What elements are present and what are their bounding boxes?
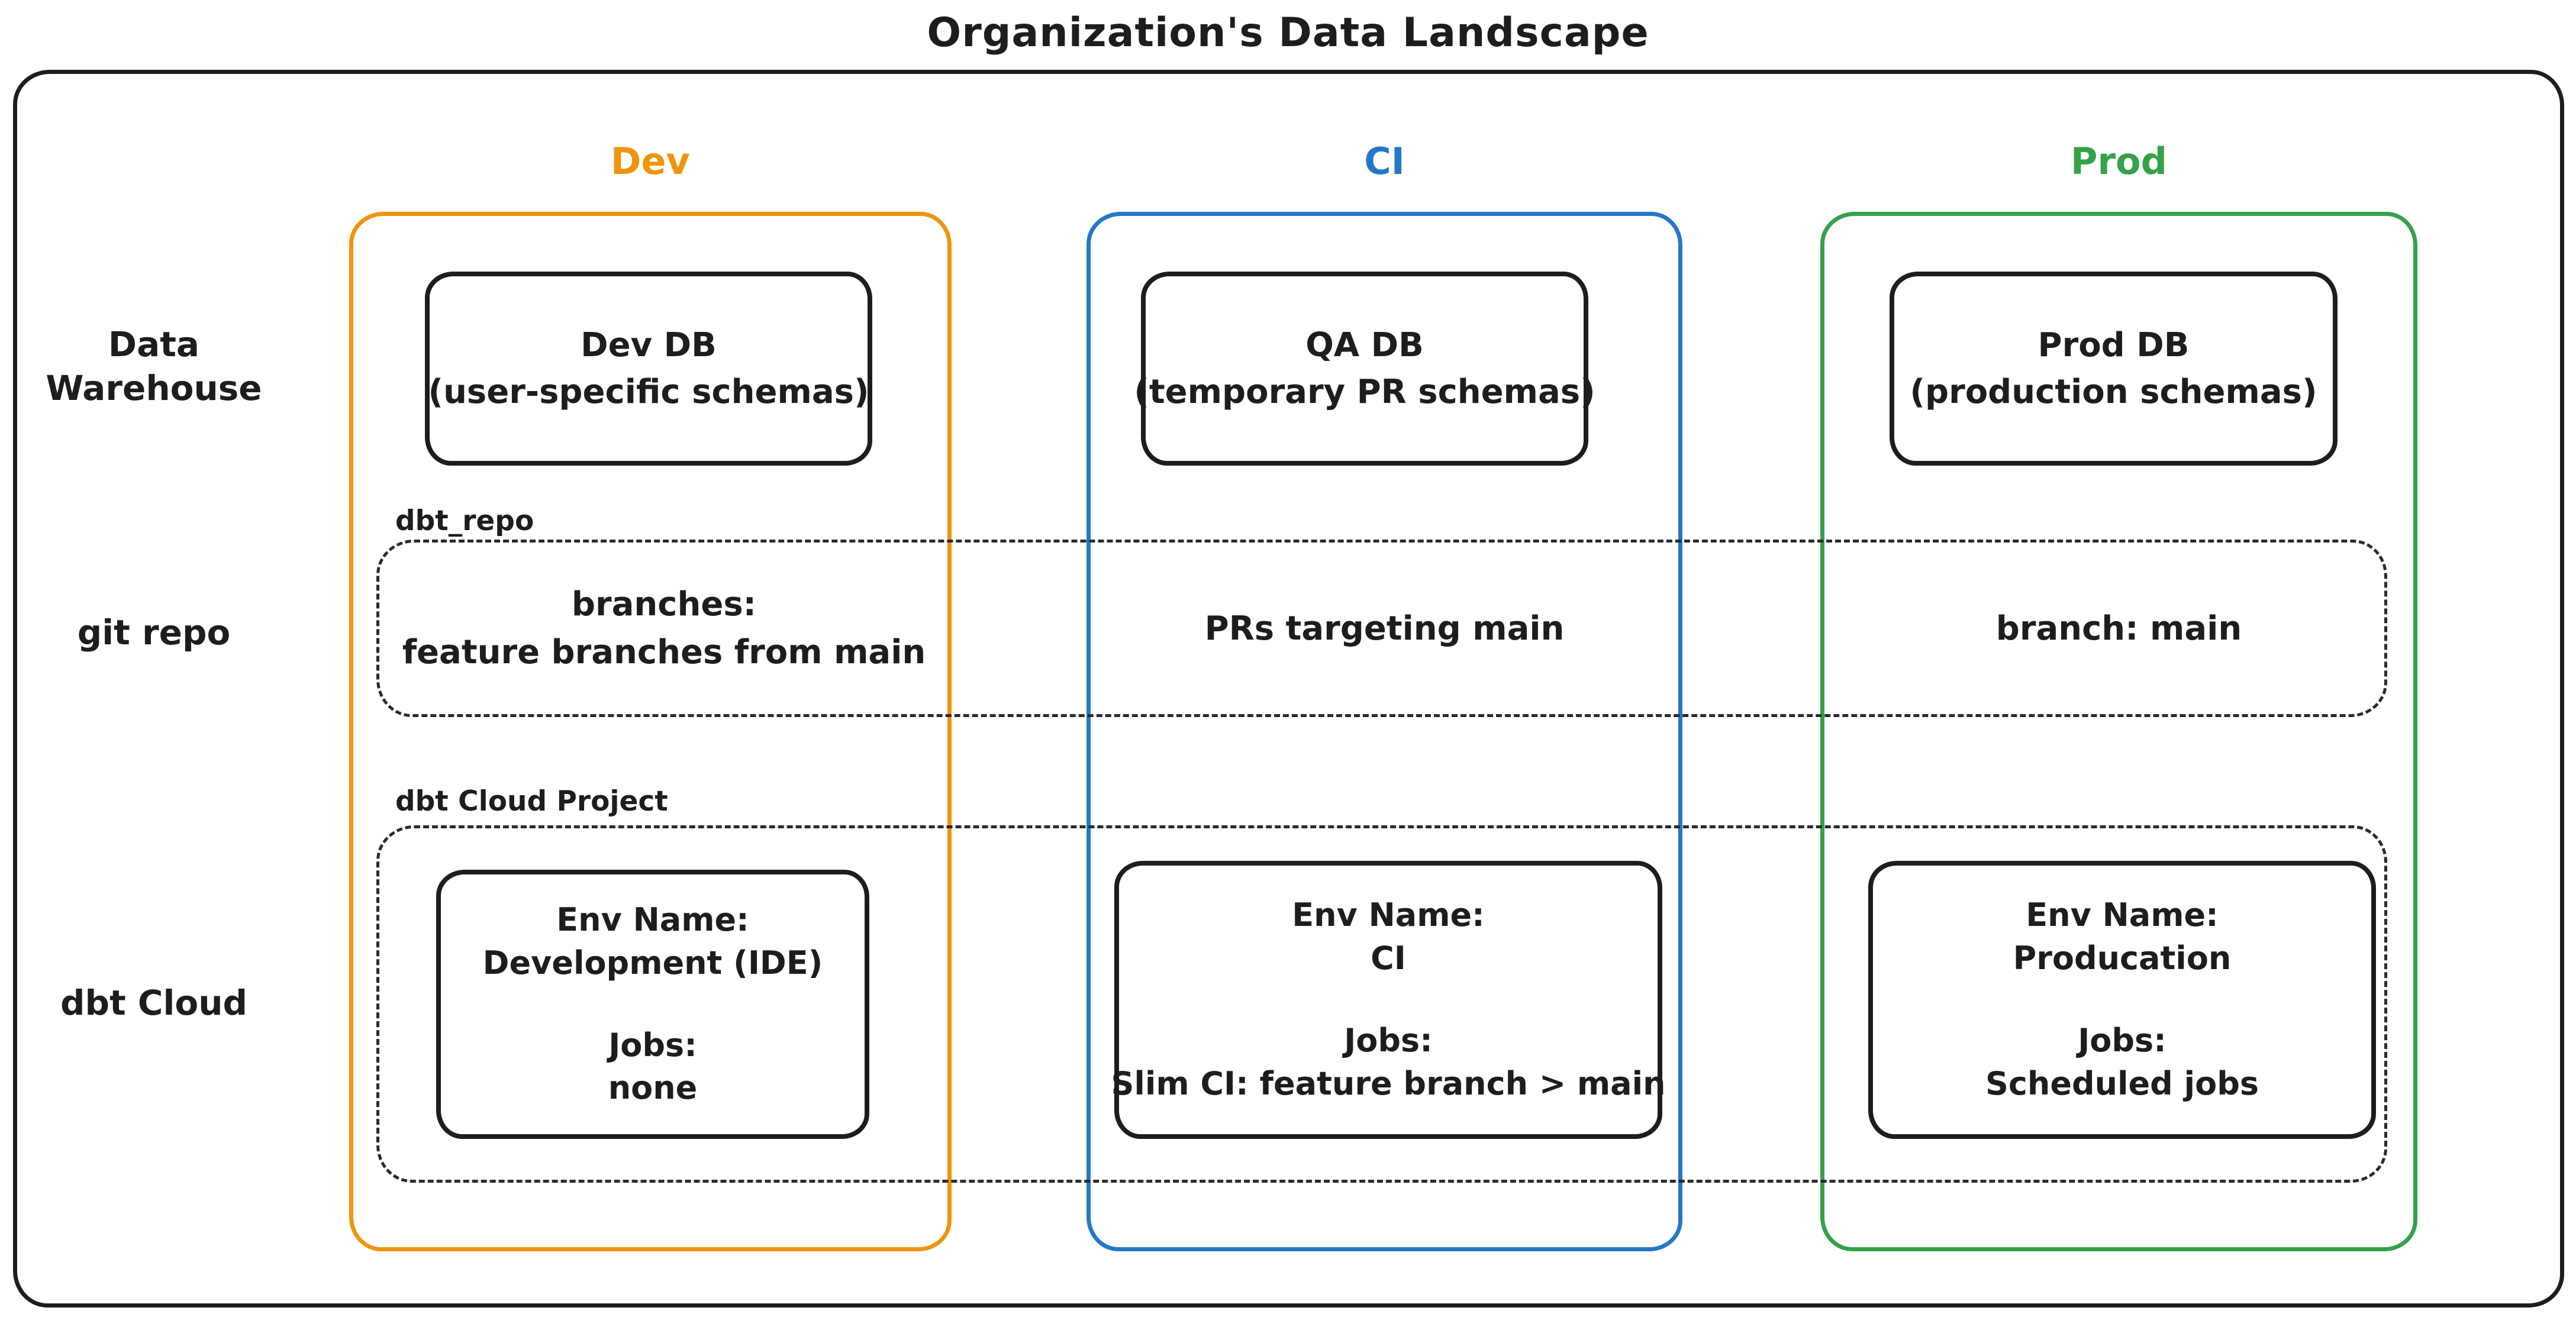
column-header-dev: Dev xyxy=(611,139,690,183)
row-label-data-warehouse: Data Warehouse xyxy=(36,322,272,410)
git-cell-line: branches: xyxy=(571,585,757,624)
dbt-cloud-project-dashed-box xyxy=(376,825,2387,1183)
landscape-border xyxy=(13,70,2564,1308)
env-name-value: Producation xyxy=(2013,940,2232,977)
env-name-label: Env Name: xyxy=(2026,896,2219,934)
row-label-line: Data xyxy=(108,324,200,364)
git-repo-group-label: dbt_repo xyxy=(395,505,534,537)
dev-git-cell: branches: feature branches from main xyxy=(376,540,952,717)
jobs-label: Jobs: xyxy=(1344,1022,1433,1059)
jobs-value: Slim CI: feature branch > main xyxy=(1111,1064,1666,1102)
git-cell-line: branch: main xyxy=(1995,609,2242,648)
diagram-title: Organization's Data Landscape xyxy=(927,9,1649,56)
jobs-value: none xyxy=(608,1069,698,1107)
git-cell-line: feature branches from main xyxy=(402,633,926,672)
db-subtitle: (production schemas) xyxy=(1910,373,2317,411)
ci-git-cell: PRs targeting main xyxy=(1087,540,1682,717)
env-name-value: Development (IDE) xyxy=(482,944,823,982)
row-label-line: Warehouse xyxy=(46,368,262,409)
qa-db-box: QA DB (temporary PR schemas) xyxy=(1134,272,1595,466)
db-subtitle: (temporary PR schemas) xyxy=(1134,373,1595,411)
jobs-value: Scheduled jobs xyxy=(1985,1064,2259,1102)
env-name-value: CI xyxy=(1371,940,1406,977)
dev-environment-box: Env Name: Development (IDE) Jobs: none xyxy=(436,870,869,1139)
column-header-prod: Prod xyxy=(2071,139,2167,183)
ci-environment-box: Env Name: CI Jobs: Slim CI: feature bran… xyxy=(1111,861,1666,1139)
db-title: QA DB xyxy=(1305,326,1424,364)
git-cell-line: PRs targeting main xyxy=(1204,609,1565,648)
prod-db-box: Prod DB (production schemas) xyxy=(1890,272,2338,466)
row-label-git-repo: git repo xyxy=(77,612,231,653)
jobs-label: Jobs: xyxy=(2078,1022,2166,1059)
db-title: Dev DB xyxy=(581,326,717,364)
db-title: Prod DB xyxy=(2037,326,2190,364)
prod-git-cell: branch: main xyxy=(1820,540,2417,717)
dev-column-box xyxy=(349,212,952,1251)
dbt-cloud-project-group-label: dbt Cloud Project xyxy=(395,785,668,818)
env-name-label: Env Name: xyxy=(1292,896,1485,934)
prod-environment-box: Env Name: Producation Jobs: Scheduled jo… xyxy=(1868,861,2376,1139)
env-name-label: Env Name: xyxy=(556,900,749,938)
jobs-label: Jobs: xyxy=(608,1026,697,1064)
row-label-dbt-cloud: dbt Cloud xyxy=(60,983,248,1023)
db-subtitle: (user-specific schemas) xyxy=(428,373,869,411)
ci-column-box xyxy=(1087,212,1682,1251)
column-header-ci: CI xyxy=(1364,139,1405,183)
prod-column-box xyxy=(1820,212,2417,1251)
dev-db-box: Dev DB (user-specific schemas) xyxy=(425,272,872,466)
git-repo-dashed-box xyxy=(376,540,2387,717)
